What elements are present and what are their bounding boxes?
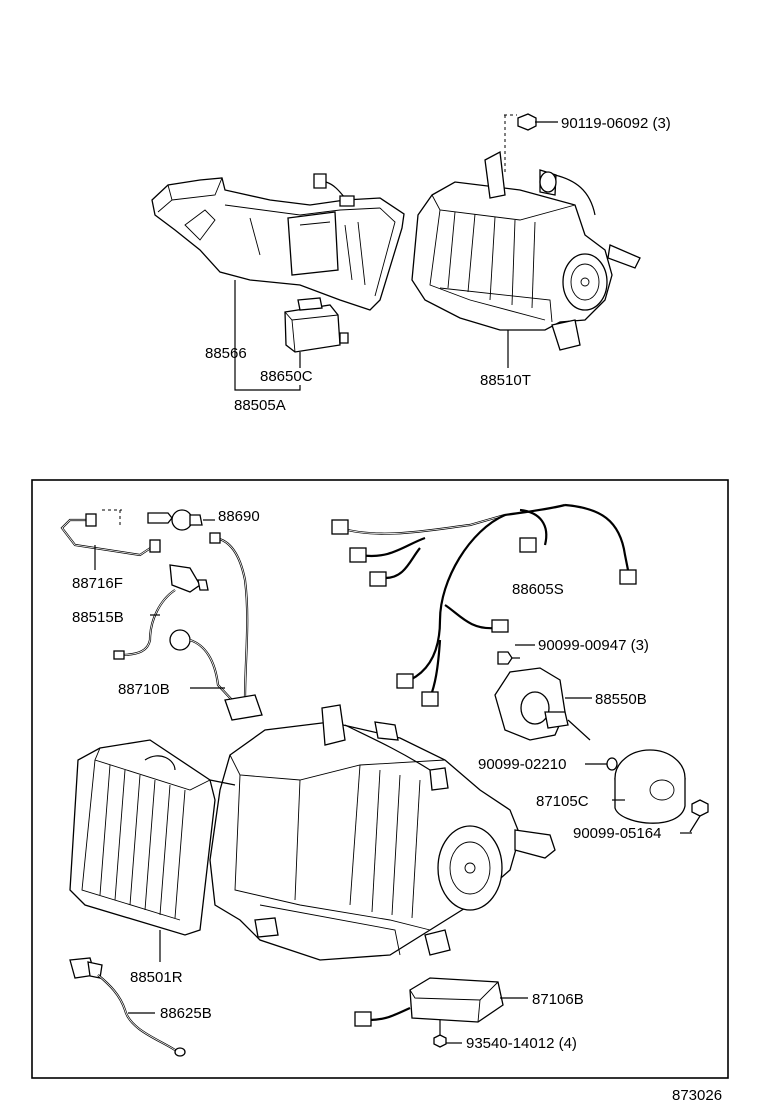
sensor-88625b-drawing (69, 957, 186, 1057)
label-88716f: 88716F (72, 575, 123, 592)
label-93540-14012: 93540-14012 (4) (466, 1035, 577, 1052)
label-88625b: 88625B (160, 1005, 212, 1022)
label-88605s: 88605S (512, 581, 564, 598)
label-87105c: 87105C (536, 793, 589, 810)
sensor-88515b-drawing (113, 564, 209, 660)
washer-90099-02210-drawing (585, 757, 618, 771)
pipe-88716f-drawing (60, 513, 161, 570)
sensor-88690-drawing (102, 509, 215, 531)
nut-90099-05164-drawing (680, 799, 709, 834)
diagram-code: 873026 (672, 1087, 722, 1104)
label-88710b: 88710B (118, 681, 170, 698)
harness-88605s-drawing (331, 503, 637, 707)
bolt-90099-00947-drawing (497, 644, 535, 665)
label-88550b: 88550B (595, 691, 647, 708)
fan-87105c-drawing (612, 749, 686, 824)
heater-unit-88510t-drawing (411, 150, 641, 368)
top-section: 90119-06092 (3) 88566 88650C 88505A 8851… (151, 113, 671, 414)
subassembly-frame (31, 479, 729, 1079)
label-87106b: 87106B (532, 991, 584, 1008)
label-90099-00947: 90099-00947 (3) (538, 637, 649, 654)
bottom-section: 88690 88716F 88515B 88710B 88605S 90099-… (60, 503, 709, 1057)
label-88650c: 88650C (260, 368, 313, 385)
bracket-88505a (234, 385, 301, 391)
amplifier-87106b-drawing (354, 977, 528, 1040)
screw-93540-drawing (433, 1034, 462, 1048)
evaporator-88501r-drawing (69, 739, 216, 962)
label-90119-06092: 90119-06092 (3) (561, 115, 671, 132)
duct-88566-drawing (151, 173, 405, 388)
relay-88650c-drawing (284, 297, 349, 368)
label-88566: 88566 (205, 345, 247, 362)
motor-88550b-drawing (494, 667, 592, 741)
label-88505a: 88505A (234, 397, 286, 414)
bolt-90119-drawing (504, 113, 558, 175)
label-88690: 88690 (218, 508, 260, 525)
label-88515b: 88515B (72, 609, 124, 626)
label-88501r: 88501R (130, 969, 183, 986)
label-88510t: 88510T (480, 372, 531, 389)
part-88710b-drawing (169, 532, 263, 721)
main-unit-drawing (209, 704, 556, 961)
label-90099-05164: 90099-05164 (573, 825, 661, 842)
label-90099-02210: 90099-02210 (478, 756, 566, 773)
